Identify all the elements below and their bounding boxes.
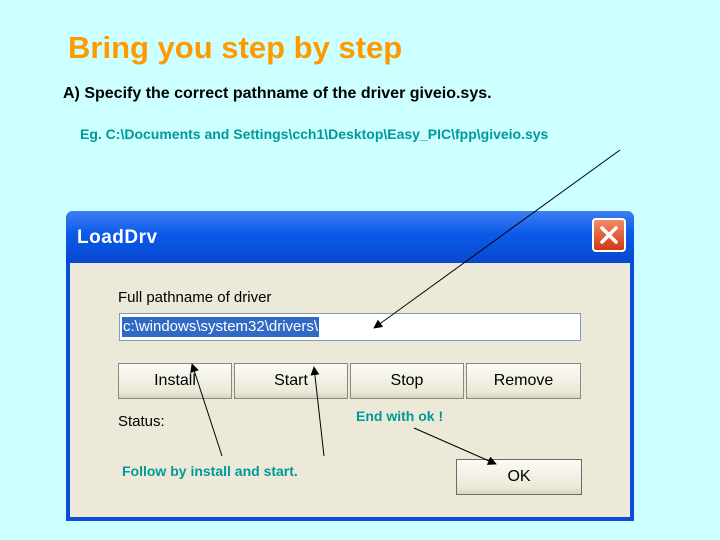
slide-subtitle: A) Specify the correct pathname of the d…: [63, 85, 492, 102]
remove-button[interactable]: Remove: [466, 363, 581, 399]
start-button[interactable]: Start: [234, 363, 348, 399]
ok-button[interactable]: OK: [456, 459, 582, 495]
slide-title: Bring you step by step: [68, 30, 403, 65]
window-title: LoadDrv: [77, 227, 158, 248]
note-end-with-ok: End with ok !: [356, 408, 444, 424]
window-titlebar[interactable]: LoadDrv: [66, 211, 634, 263]
status-label: Status:: [118, 413, 165, 430]
pathname-input[interactable]: c:\windows\system32\drivers\: [119, 313, 581, 341]
close-button[interactable]: [592, 218, 626, 252]
install-button[interactable]: Install: [118, 363, 232, 399]
stop-button[interactable]: Stop: [350, 363, 464, 399]
pathname-value: c:\windows\system32\drivers\: [122, 317, 320, 337]
close-icon: [600, 226, 618, 244]
example-path: Eg. C:\Documents and Settings\cch1\Deskt…: [80, 126, 549, 142]
note-install-start: Follow by install and start.: [122, 463, 298, 479]
pathname-label: Full pathname of driver: [118, 289, 272, 306]
